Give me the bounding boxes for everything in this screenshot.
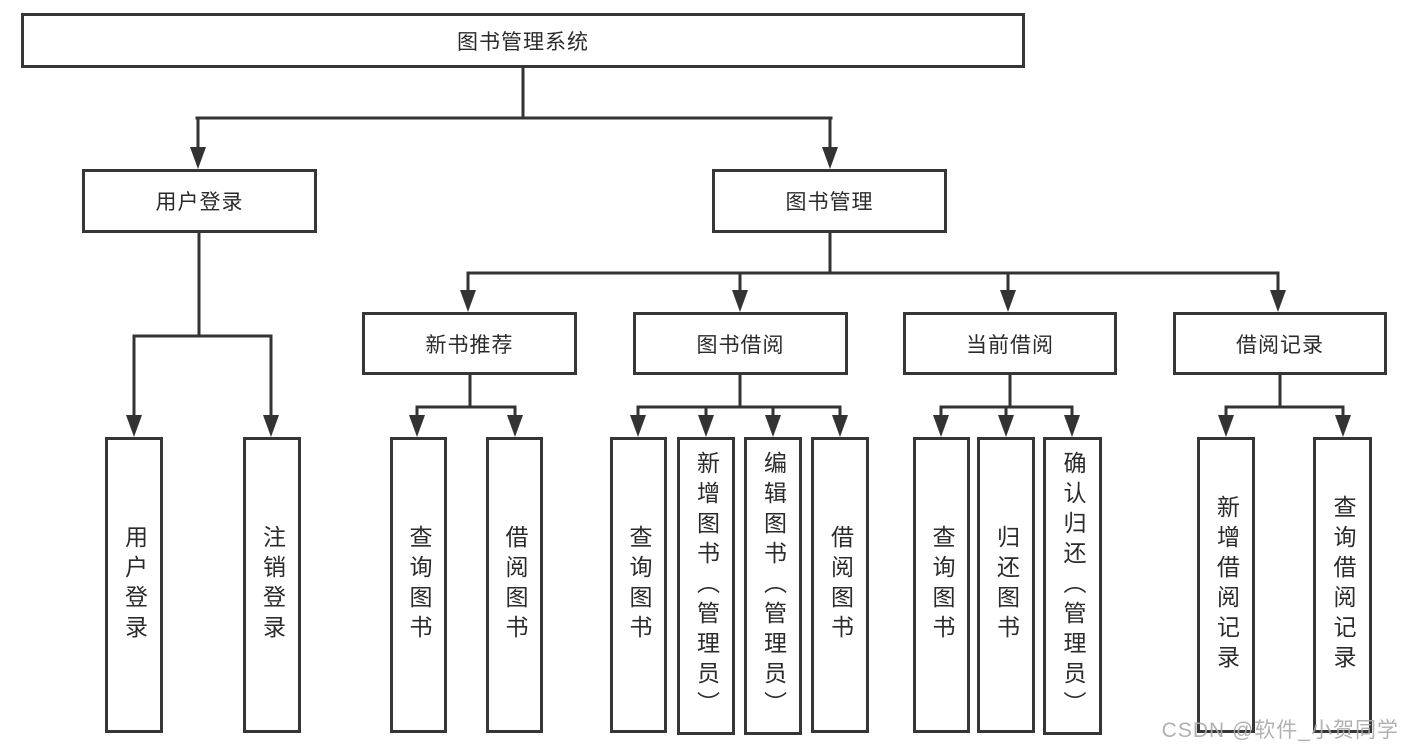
node-label: 图书管理	[785, 191, 874, 214]
arrowhead-icon	[190, 147, 206, 169]
connector-line	[636, 372, 842, 422]
arrowhead-icon	[1000, 290, 1016, 312]
node-book-management: 图书管理	[712, 169, 947, 233]
node-user-login: 用户登录	[82, 169, 317, 233]
node-label: 图书管理系统	[457, 30, 589, 54]
leaf-borrow-edit-books-admin: 编辑图书（管理员）	[744, 437, 802, 735]
leaf-borrow-add-books-admin: 新增图书（管理员）	[677, 437, 735, 735]
arrowhead-icon	[630, 415, 646, 437]
connector-borrow-records-to-leaves	[1218, 372, 1351, 437]
node-label: 注销登录	[259, 525, 286, 645]
node-borrow-records: 借阅记录	[1173, 312, 1387, 375]
arrowhead-icon	[409, 415, 425, 437]
connector-new-book-to-leaves	[409, 372, 523, 437]
connector-line	[939, 372, 1074, 422]
leaf-records-add-record: 新增借阅记录	[1197, 437, 1255, 733]
node-label: 查询图书	[626, 525, 652, 645]
node-label: 归还图书	[993, 525, 1020, 645]
node-label: 借阅记录	[1236, 333, 1324, 357]
arrowhead-icon	[126, 415, 142, 437]
leaf-newbook-query-books: 查询图书	[390, 437, 447, 733]
connector-line	[466, 230, 1280, 297]
connector-root-to-level2	[190, 65, 838, 169]
arrowhead-icon	[933, 415, 949, 437]
leaf-current-return-books: 归还图书	[977, 437, 1035, 733]
leaf-records-query-record: 查询借阅记录	[1313, 437, 1372, 733]
connector-user-login-to-leaves	[126, 230, 279, 437]
node-current-borrow: 当前借阅	[903, 312, 1117, 375]
node-label: 图书借阅	[696, 333, 785, 357]
arrowhead-icon	[263, 415, 279, 437]
node-book-borrow: 图书借阅	[633, 312, 848, 375]
arrowhead-icon	[822, 147, 838, 169]
node-label: 用户登录	[121, 525, 148, 645]
node-new-book-recommend: 新书推荐	[362, 312, 577, 375]
arrowhead-icon	[1270, 290, 1286, 312]
node-label: 确认归还（管理员）	[1060, 451, 1086, 721]
arrowhead-icon	[460, 290, 476, 312]
node-label: 新书推荐	[425, 333, 514, 357]
node-label: 借阅图书	[502, 525, 528, 645]
connector-book-borrow-to-leaves	[630, 372, 848, 437]
connector-line	[415, 372, 517, 422]
node-label: 编辑图书（管理员）	[760, 451, 787, 721]
arrowhead-icon	[998, 415, 1014, 437]
node-label: 新增借阅记录	[1213, 495, 1240, 675]
arrowhead-icon	[1218, 415, 1234, 437]
arrowhead-icon	[832, 415, 848, 437]
leaf-logout: 注销登录	[243, 437, 301, 733]
leaf-current-query-books: 查询图书	[913, 437, 970, 733]
node-label: 查询借阅记录	[1330, 495, 1356, 675]
arrowhead-icon	[698, 415, 714, 437]
arrowhead-icon	[1335, 415, 1351, 437]
connector-line	[195, 65, 833, 154]
node-label: 新增图书（管理员）	[693, 451, 720, 721]
node-label: 当前借阅	[966, 333, 1054, 357]
arrowhead-icon	[765, 415, 781, 437]
leaf-newbook-borrow-books: 借阅图书	[486, 437, 543, 733]
node-label: 查询图书	[406, 525, 432, 645]
connector-book-management-to-level3	[460, 230, 1286, 312]
leaf-user-login: 用户登录	[105, 437, 163, 733]
arrowhead-icon	[1064, 415, 1080, 437]
node-label: 查询图书	[929, 525, 955, 645]
leaf-borrow-query-books: 查询图书	[610, 437, 667, 733]
arrowhead-icon	[732, 290, 748, 312]
watermark: CSDN @软件_小贺同学	[1161, 719, 1399, 742]
node-library-management-system: 图书管理系统	[21, 13, 1025, 68]
node-label: 用户登录	[155, 191, 244, 214]
arrowhead-icon	[507, 415, 523, 437]
node-label: 借阅图书	[827, 525, 854, 645]
connector-line	[132, 230, 273, 422]
connector-line	[1224, 372, 1345, 422]
leaf-borrow-borrow-books: 借阅图书	[811, 437, 869, 733]
leaf-current-confirm-return-admin: 确认归还（管理员）	[1043, 437, 1102, 735]
connector-current-borrow-to-leaves	[933, 372, 1080, 437]
